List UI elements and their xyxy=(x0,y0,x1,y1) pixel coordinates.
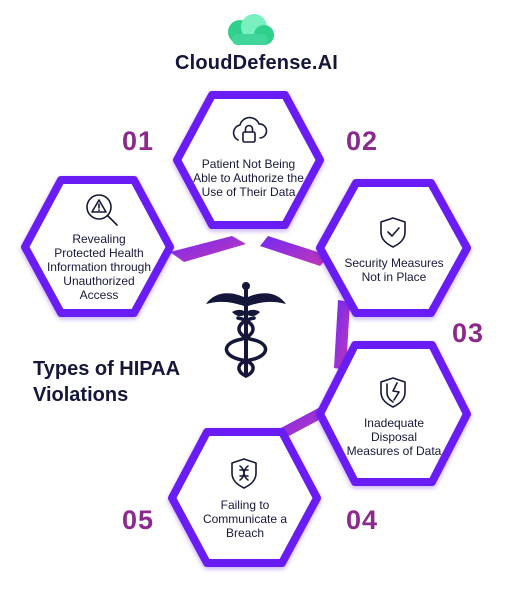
item-number-03: 03 xyxy=(452,318,485,348)
title-line-2: Violations xyxy=(33,384,129,406)
item-number-02: 02 xyxy=(346,126,379,156)
connector-1-2 xyxy=(170,236,246,262)
hex-03 xyxy=(316,179,471,317)
hex-02 xyxy=(173,91,324,229)
brand-name: CloudDefense.AI xyxy=(174,52,339,74)
dna-shield-icon xyxy=(231,458,257,489)
item-number-05: 05 xyxy=(122,505,155,535)
warning-magnifier-icon xyxy=(86,194,118,226)
hex-shapes xyxy=(21,91,471,567)
hex-05 xyxy=(168,428,321,567)
hex-label-04: Inadequate Disposal Measures of Data xyxy=(346,416,442,458)
caduceus-icon xyxy=(206,282,286,378)
hex-04 xyxy=(316,341,471,486)
item-number-04: 04 xyxy=(346,505,379,535)
hex-label-03: Security Measures Not in Place xyxy=(344,256,444,284)
hex-label-05: Failing to Communicate a Breach xyxy=(202,498,288,540)
connector-2-3 xyxy=(260,236,330,266)
hex-label-01: Revealing Protected Health Information t… xyxy=(46,232,152,302)
shield-check-icon xyxy=(380,217,406,248)
cloud-logo-icon xyxy=(228,14,274,45)
page-title: Types of HIPAA Violations xyxy=(33,356,180,408)
title-line-1: Types of HIPAA xyxy=(33,358,181,380)
cloud-lock-icon xyxy=(232,116,268,143)
hex-label-02: Patient Not Being Able to Authorize the … xyxy=(193,157,304,199)
item-number-01: 01 xyxy=(122,126,155,156)
broken-shield-icon xyxy=(380,377,406,408)
connector-3-4 xyxy=(334,300,350,370)
hex-01 xyxy=(21,176,174,317)
